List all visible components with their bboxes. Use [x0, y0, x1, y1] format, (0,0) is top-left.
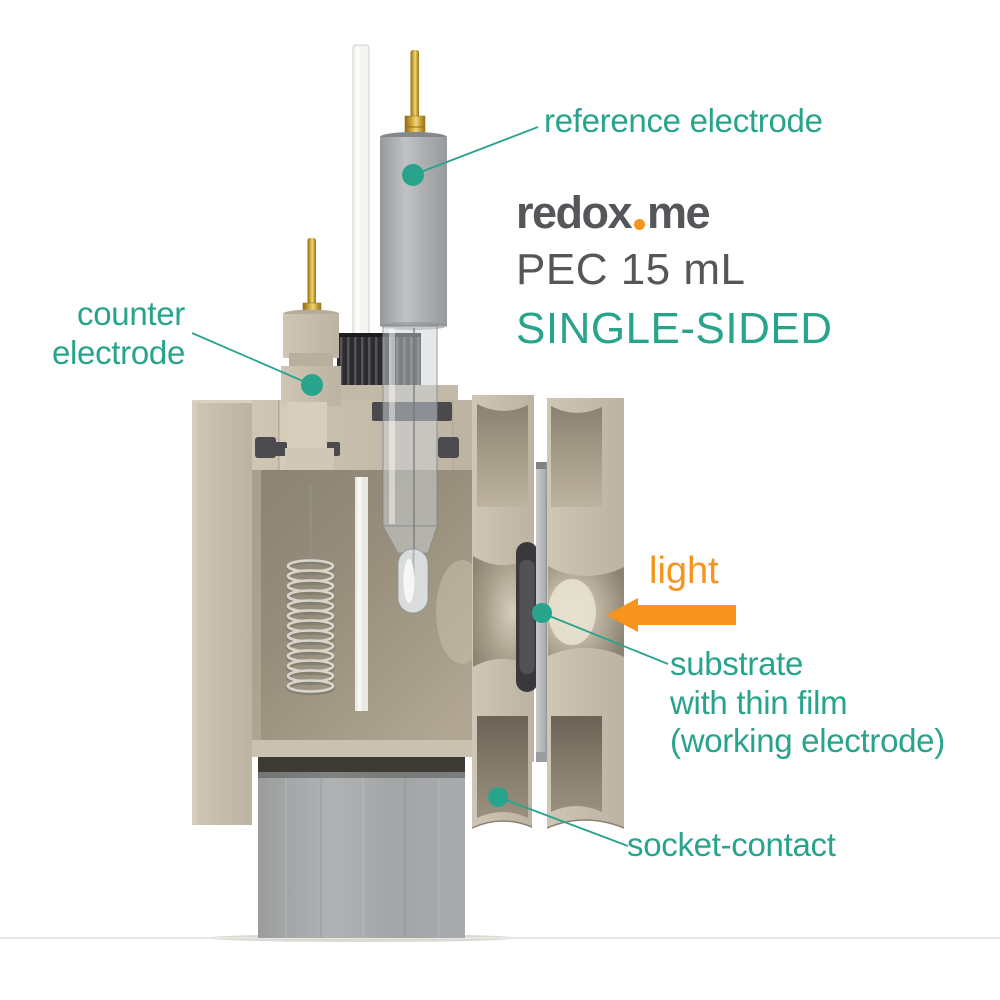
purge-tube-lower — [355, 477, 368, 711]
counter-electrode-pin — [302, 238, 322, 315]
product-variant: SINGLE-SIDED — [516, 303, 833, 353]
cell-front-flange — [471, 395, 538, 852]
cell-cavity — [252, 470, 488, 773]
purge-tube — [352, 44, 370, 338]
cell-left-wall — [192, 400, 252, 825]
logo-text-before-dot: redox — [516, 187, 633, 238]
annotation-dot — [532, 603, 552, 623]
annotation-dot — [488, 787, 508, 807]
label-substrate: substrate with thin film (working electr… — [670, 645, 945, 760]
base-block — [258, 772, 465, 938]
reference-electrode-pin — [410, 50, 419, 122]
glass-bulb — [397, 548, 429, 614]
reference-electrode — [380, 50, 447, 330]
label-reference-electrode: reference electrode — [544, 102, 823, 139]
socket-cavity — [551, 716, 602, 812]
label-counter-electrode: counter electrode — [51, 295, 185, 371]
reference-wire — [413, 328, 415, 553]
logo-dot-icon — [634, 218, 646, 230]
o-ring — [255, 437, 276, 458]
ground-line — [0, 934, 1000, 942]
label-light: light — [649, 550, 719, 592]
glass-tube — [382, 325, 438, 554]
spring-coil — [285, 559, 336, 696]
product-name: PEC 15 mL — [516, 244, 746, 294]
o-ring — [274, 442, 287, 456]
counter-electrode-wire — [309, 486, 312, 566]
leader-socket-contact — [488, 787, 629, 847]
annotation-dot — [301, 374, 323, 396]
leader-counter-electrode — [191, 332, 323, 396]
leader-reference-electrode — [402, 126, 539, 186]
logo-text-after-dot: me — [647, 187, 711, 238]
front-clamp — [532, 398, 625, 852]
leader-substrate — [532, 603, 669, 665]
annotation-dot — [402, 164, 424, 186]
counter-electrode-body — [281, 309, 341, 491]
light-arrow — [606, 598, 736, 632]
o-ring — [438, 437, 459, 458]
label-socket-contact: socket-contact — [627, 826, 836, 863]
